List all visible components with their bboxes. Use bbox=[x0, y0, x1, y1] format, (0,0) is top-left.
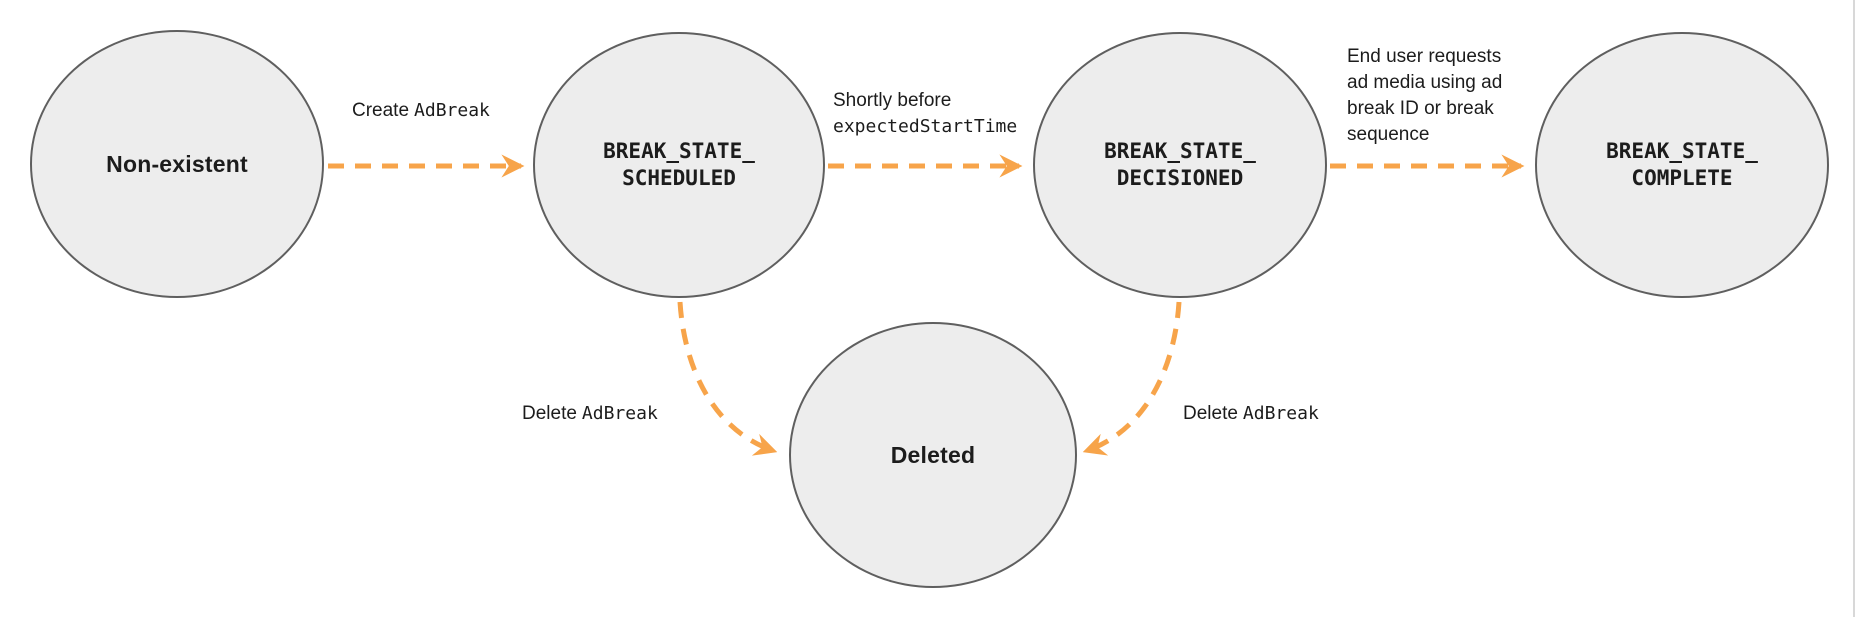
state-break-state-scheduled: BREAK_STATE_ SCHEDULED bbox=[533, 32, 825, 298]
state-label: BREAK_STATE_ COMPLETE bbox=[1606, 138, 1758, 190]
label-end-user-requests: End user requests ad media using ad brea… bbox=[1347, 46, 1503, 145]
state-label: BREAK_STATE_ DECISIONED bbox=[1104, 138, 1256, 190]
state-deleted: Deleted bbox=[789, 322, 1077, 588]
arrow-delete-scheduled bbox=[677, 301, 778, 456]
state-break-state-decisioned: BREAK_STATE_ DECISIONED bbox=[1033, 32, 1327, 298]
state-label: BREAK_STATE_ SCHEDULED bbox=[603, 138, 755, 190]
right-edge-divider bbox=[1853, 0, 1855, 617]
state-break-state-complete: BREAK_STATE_ COMPLETE bbox=[1535, 32, 1829, 298]
state-label: Deleted bbox=[890, 441, 976, 468]
label-shortly-before: Shortly before expectedStartTime bbox=[833, 90, 1018, 137]
state-label: Non-existent bbox=[106, 150, 248, 177]
state-non-existent: Non-existent bbox=[30, 30, 324, 298]
arrow-delete-decisioned bbox=[1082, 301, 1182, 456]
